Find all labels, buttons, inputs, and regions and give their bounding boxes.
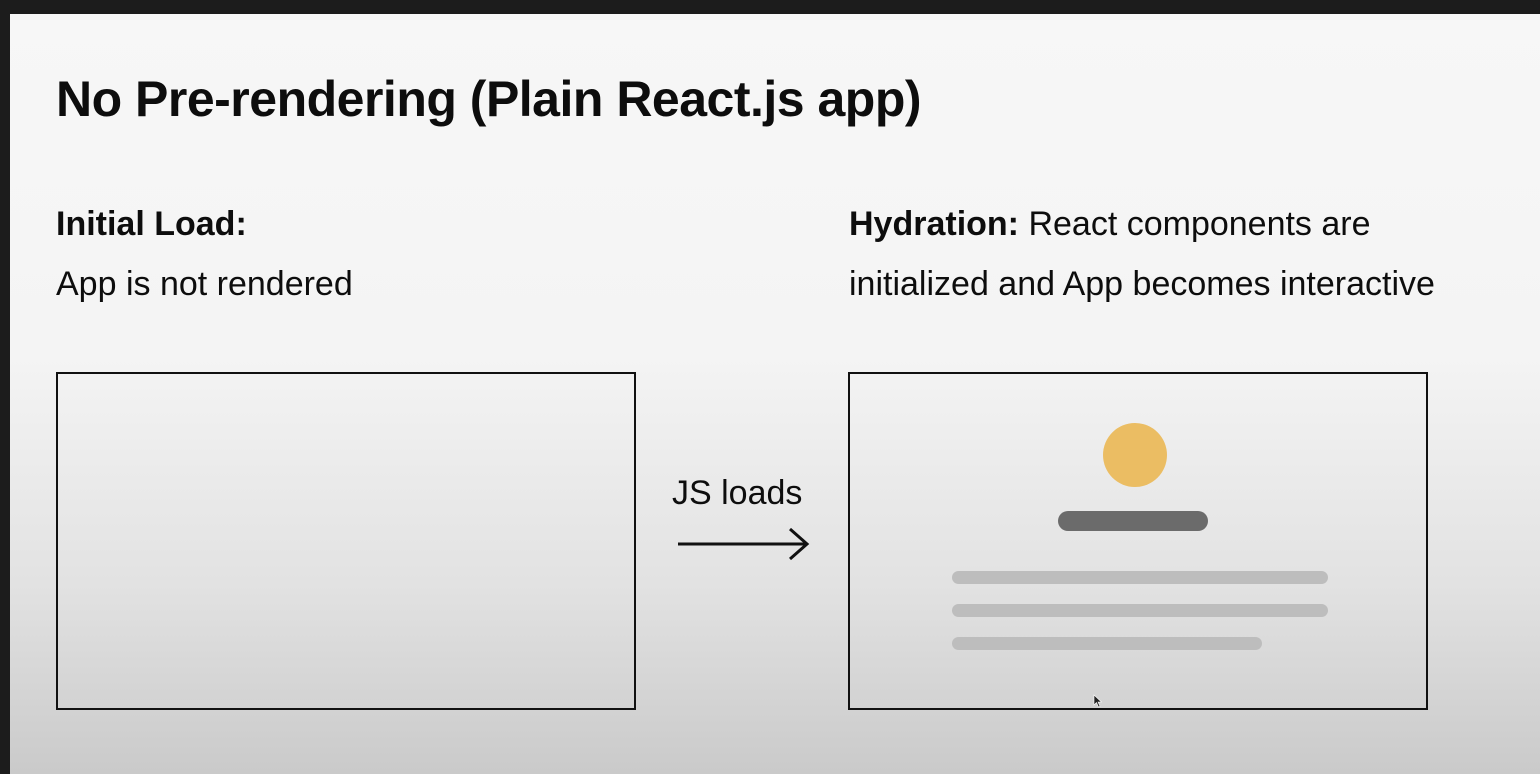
mouse-cursor-icon: [1093, 694, 1103, 708]
placeholder-text-line-3: [952, 637, 1262, 650]
hydration-text-2: initialized and App becomes interactive: [849, 265, 1435, 303]
hydration-text-1: React components are: [1019, 205, 1371, 243]
slide-title: No Pre-rendering (Plain React.js app): [56, 71, 922, 127]
initial-load-heading: Initial Load:: [56, 205, 247, 243]
placeholder-text-line-2: [952, 604, 1328, 617]
right-arrow-icon: [678, 527, 810, 561]
hydration-caption: Hydration: React components are initiali…: [849, 194, 1435, 314]
js-loads-label: JS loads: [672, 474, 803, 512]
hydration-line-1: Hydration: React components are: [849, 194, 1435, 254]
slide: No Pre-rendering (Plain React.js app) In…: [10, 14, 1540, 774]
placeholder-text-line-1: [952, 571, 1328, 584]
empty-app-frame: [56, 372, 636, 710]
initial-load-text: App is not rendered: [56, 265, 353, 303]
hydration-heading: Hydration:: [849, 205, 1019, 243]
placeholder-title-bar: [1058, 511, 1208, 531]
avatar-circle: [1103, 423, 1167, 487]
initial-load-caption: Initial Load: App is not rendered: [56, 194, 353, 314]
rendered-app-frame: [848, 372, 1428, 710]
